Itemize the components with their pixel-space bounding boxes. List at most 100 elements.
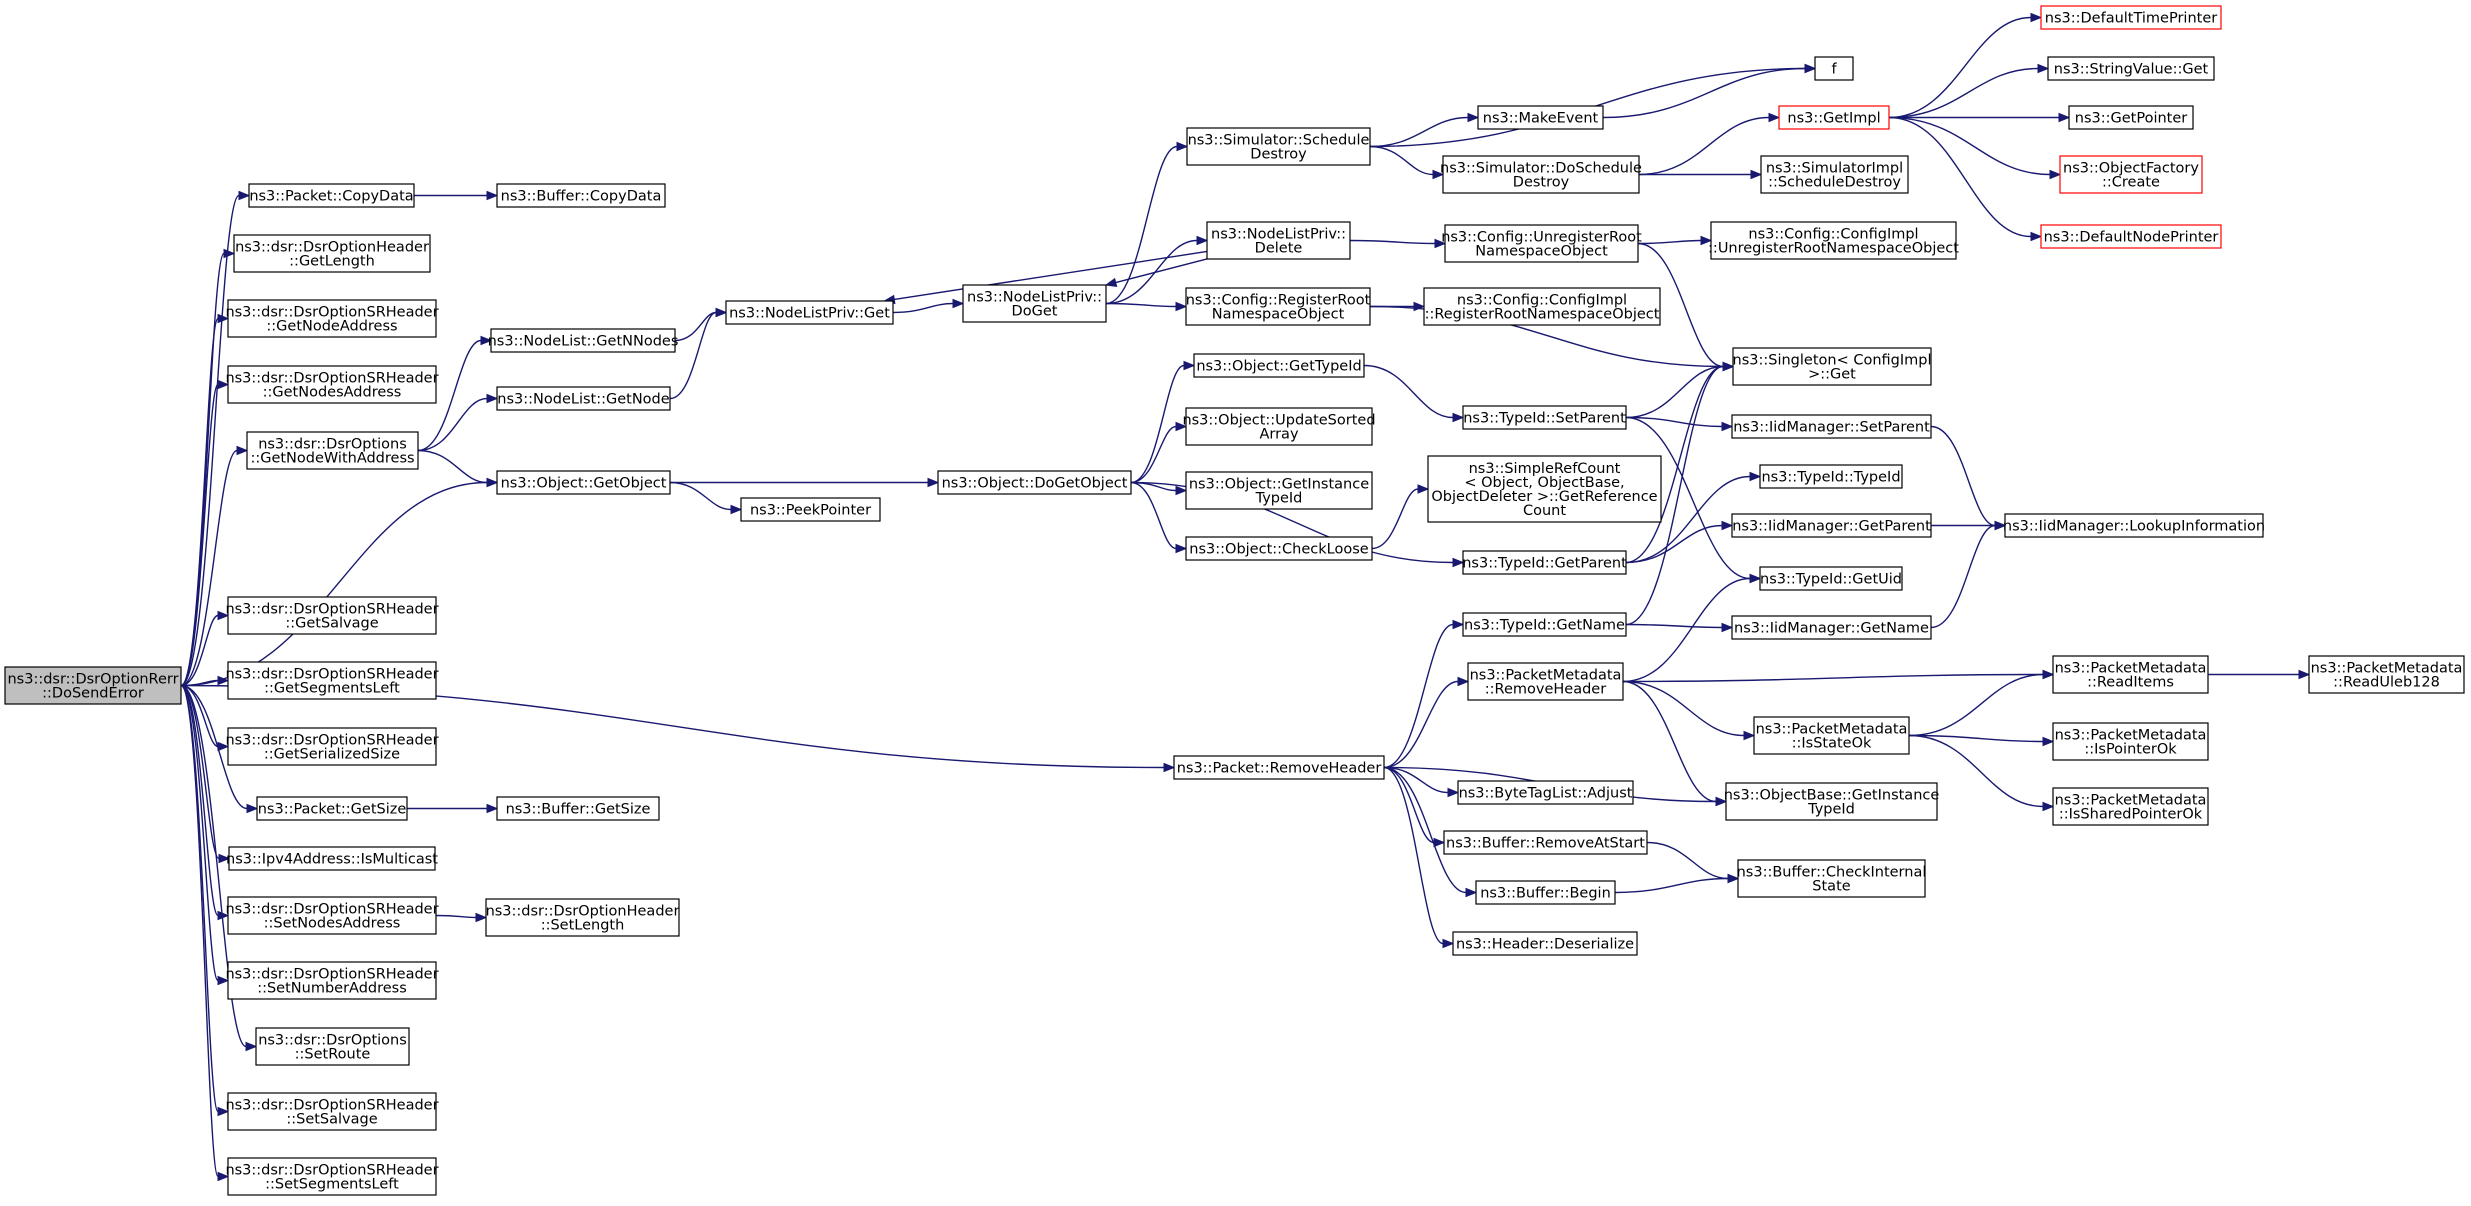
node-box[interactable]: [1452, 931, 1638, 956]
node-box[interactable]: [233, 234, 431, 273]
node-box[interactable]: [227, 661, 437, 700]
node-sr_setsalvage[interactable]: ns3::dsr::DsrOptionSRHeader::SetSalvage: [225, 1092, 439, 1131]
node-box[interactable]: [227, 727, 437, 766]
node-box[interactable]: [1185, 287, 1371, 326]
node-sr_getsalvage[interactable]: ns3::dsr::DsrOptionSRHeader::GetSalvage: [225, 596, 439, 635]
node-cfgimpl_registerroot[interactable]: ns3::Config::ConfigImpl::RegisterRootNam…: [1423, 287, 1661, 326]
node-box[interactable]: [1753, 716, 1910, 755]
node-box[interactable]: [2068, 105, 2194, 130]
node-pm_ispointerok[interactable]: ns3::PacketMetadata::IsPointerOk: [2052, 722, 2209, 761]
node-box[interactable]: [1462, 612, 1627, 637]
node-box[interactable]: [1467, 662, 1624, 701]
node-typeid_getparent[interactable]: ns3::TypeId::GetParent: [1462, 550, 1627, 575]
node-box[interactable]: [2052, 787, 2209, 826]
node-box[interactable]: [2004, 513, 2264, 538]
node-box[interactable]: [1759, 464, 1903, 489]
node-cfg_unregisterroot[interactable]: ns3::Config::UnregisterRootNamespaceObje…: [1441, 224, 1642, 263]
node-sr_setnodesaddress[interactable]: ns3::dsr::DsrOptionSRHeader::SetNodesAdd…: [225, 896, 439, 935]
node-box[interactable]: [2059, 155, 2203, 194]
node-hdr_setlength[interactable]: ns3::dsr::DsrOptionHeader::SetLength: [485, 898, 680, 937]
node-box[interactable]: [227, 365, 437, 404]
node-objectfactory_create[interactable]: ns3::ObjectFactory::Create: [2059, 155, 2203, 194]
node-nlp_delete[interactable]: ns3::NodeListPriv::Delete: [1206, 221, 1351, 260]
node-box[interactable]: [1427, 455, 1662, 523]
node-box[interactable]: [2052, 722, 2209, 761]
node-pm_issharedpointerok[interactable]: ns3::PacketMetadata::IsSharedPointerOk: [2052, 787, 2209, 826]
node-opt_getnodewithaddress[interactable]: ns3::dsr::DsrOptions::GetNodeWithAddress: [246, 431, 419, 470]
node-header_deserialize[interactable]: ns3::Header::Deserialize: [1452, 931, 1638, 956]
node-box[interactable]: [1814, 56, 1854, 81]
node-box[interactable]: [1444, 224, 1639, 263]
node-f[interactable]: f: [1814, 56, 1854, 81]
node-sr_getnodeaddress[interactable]: ns3::dsr::DsrOptionSRHeader::GetNodeAddr…: [225, 299, 439, 338]
node-box[interactable]: [937, 470, 1132, 495]
node-singleton_get[interactable]: ns3::Singleton< ConfigImpl >::Get: [1732, 347, 1932, 386]
node-nlp_doget[interactable]: ns3::NodeListPriv::DoGet: [962, 284, 1107, 323]
node-box[interactable]: [1731, 414, 1932, 439]
node-sr_getnodesaddress[interactable]: ns3::dsr::DsrOptionSRHeader::GetNodesAdd…: [225, 365, 439, 404]
node-buffer_begin[interactable]: ns3::Buffer::Begin: [1475, 880, 1616, 905]
node-box[interactable]: [1732, 347, 1932, 386]
node-pm_readitems[interactable]: ns3::PacketMetadata::ReadItems: [2052, 655, 2209, 694]
node-box[interactable]: [962, 284, 1107, 323]
node-box[interactable]: [1462, 405, 1627, 430]
node-sr_getserializedsize[interactable]: ns3::dsr::DsrOptionSRHeader::GetSerializ…: [225, 727, 439, 766]
node-box[interactable]: [1185, 536, 1373, 561]
node-simimpl_scheduledestroy[interactable]: ns3::SimulatorImpl::ScheduleDestroy: [1760, 155, 1909, 194]
node-opt_setroute[interactable]: ns3::dsr::DsrOptions::SetRoute: [255, 1027, 410, 1066]
node-box[interactable]: [490, 328, 676, 353]
node-root[interactable]: ns3::dsr::DsrOptionRerr::DoSendError: [4, 666, 182, 705]
node-box[interactable]: [1710, 221, 1957, 260]
node-defaulttimeprinter[interactable]: ns3::DefaultTimePrinter: [2040, 5, 2222, 30]
node-sr_getsegmentsleft[interactable]: ns3::dsr::DsrOptionSRHeader::GetSegments…: [225, 661, 439, 700]
node-box[interactable]: [1731, 615, 1932, 640]
node-box[interactable]: [496, 183, 666, 208]
node-object_checkloose[interactable]: ns3::Object::CheckLoose: [1185, 536, 1373, 561]
node-box[interactable]: [2052, 655, 2209, 694]
node-box[interactable]: [496, 470, 671, 495]
node-box[interactable]: [1759, 566, 1903, 591]
node-box[interactable]: [227, 299, 437, 338]
node-box[interactable]: [1186, 127, 1371, 166]
node-pm_readuleb128[interactable]: ns3::PacketMetadata::ReadUleb128: [2308, 655, 2465, 694]
node-object_dogetobject[interactable]: ns3::Object::DoGetObject: [937, 470, 1132, 495]
node-sr_setnumberaddress[interactable]: ns3::dsr::DsrOptionSRHeader::SetNumberAd…: [225, 961, 439, 1000]
node-getimpl[interactable]: ns3::GetImpl: [1778, 105, 1890, 130]
node-packet_getsize[interactable]: ns3::Packet::GetSize: [256, 796, 408, 821]
node-box[interactable]: [246, 431, 419, 470]
node-typeid_getname[interactable]: ns3::TypeId::GetName: [1462, 612, 1627, 637]
node-box[interactable]: [1173, 755, 1385, 780]
node-box[interactable]: [740, 497, 881, 522]
node-iid_getparent[interactable]: ns3::IidManager::GetParent: [1731, 513, 1932, 538]
node-box[interactable]: [2040, 5, 2222, 30]
node-box[interactable]: [1206, 221, 1351, 260]
node-pm_removeheader[interactable]: ns3::PacketMetadata::RemoveHeader: [1467, 662, 1624, 701]
node-iid_lookupinformation[interactable]: ns3::IidManager::LookupInformation: [2003, 513, 2265, 538]
node-box[interactable]: [1185, 407, 1373, 446]
node-packet_removeheader[interactable]: ns3::Packet::RemoveHeader: [1173, 755, 1385, 780]
node-box[interactable]: [1477, 105, 1604, 130]
node-box[interactable]: [1423, 287, 1661, 326]
node-cfgimpl_unregisterroot[interactable]: ns3::Config::ConfigImpl::UnregisterRootN…: [1708, 221, 1959, 260]
node-object_gettypeid[interactable]: ns3::Object::GetTypeId: [1193, 353, 1365, 378]
node-sim_scheduledestroy[interactable]: ns3::Simulator::ScheduleDestroy: [1186, 127, 1371, 166]
node-box[interactable]: [1737, 859, 1926, 898]
node-nodelist_getnnodes[interactable]: ns3::NodeList::GetNNodes: [488, 328, 679, 353]
node-box[interactable]: [1760, 155, 1909, 194]
node-box[interactable]: [227, 961, 437, 1000]
node-box[interactable]: [2047, 56, 2215, 81]
node-box[interactable]: [2040, 224, 2222, 249]
node-box[interactable]: [1725, 782, 1938, 821]
node-box[interactable]: [227, 1157, 437, 1196]
node-box[interactable]: [1185, 471, 1373, 510]
node-hdr_getlength[interactable]: ns3::dsr::DsrOptionHeader::GetLength: [233, 234, 431, 273]
node-cfg_registerroot[interactable]: ns3::Config::RegisterRootNamespaceObject: [1185, 287, 1371, 326]
node-stringvalue_get[interactable]: ns3::StringValue::Get: [2047, 56, 2215, 81]
node-typeid_getuid[interactable]: ns3::TypeId::GetUid: [1759, 566, 1903, 591]
node-ipv4_ismulticast[interactable]: ns3::Ipv4Address::IsMulticast: [226, 846, 438, 871]
node-box[interactable]: [2308, 655, 2465, 694]
node-getpointer[interactable]: ns3::GetPointer: [2068, 105, 2194, 130]
